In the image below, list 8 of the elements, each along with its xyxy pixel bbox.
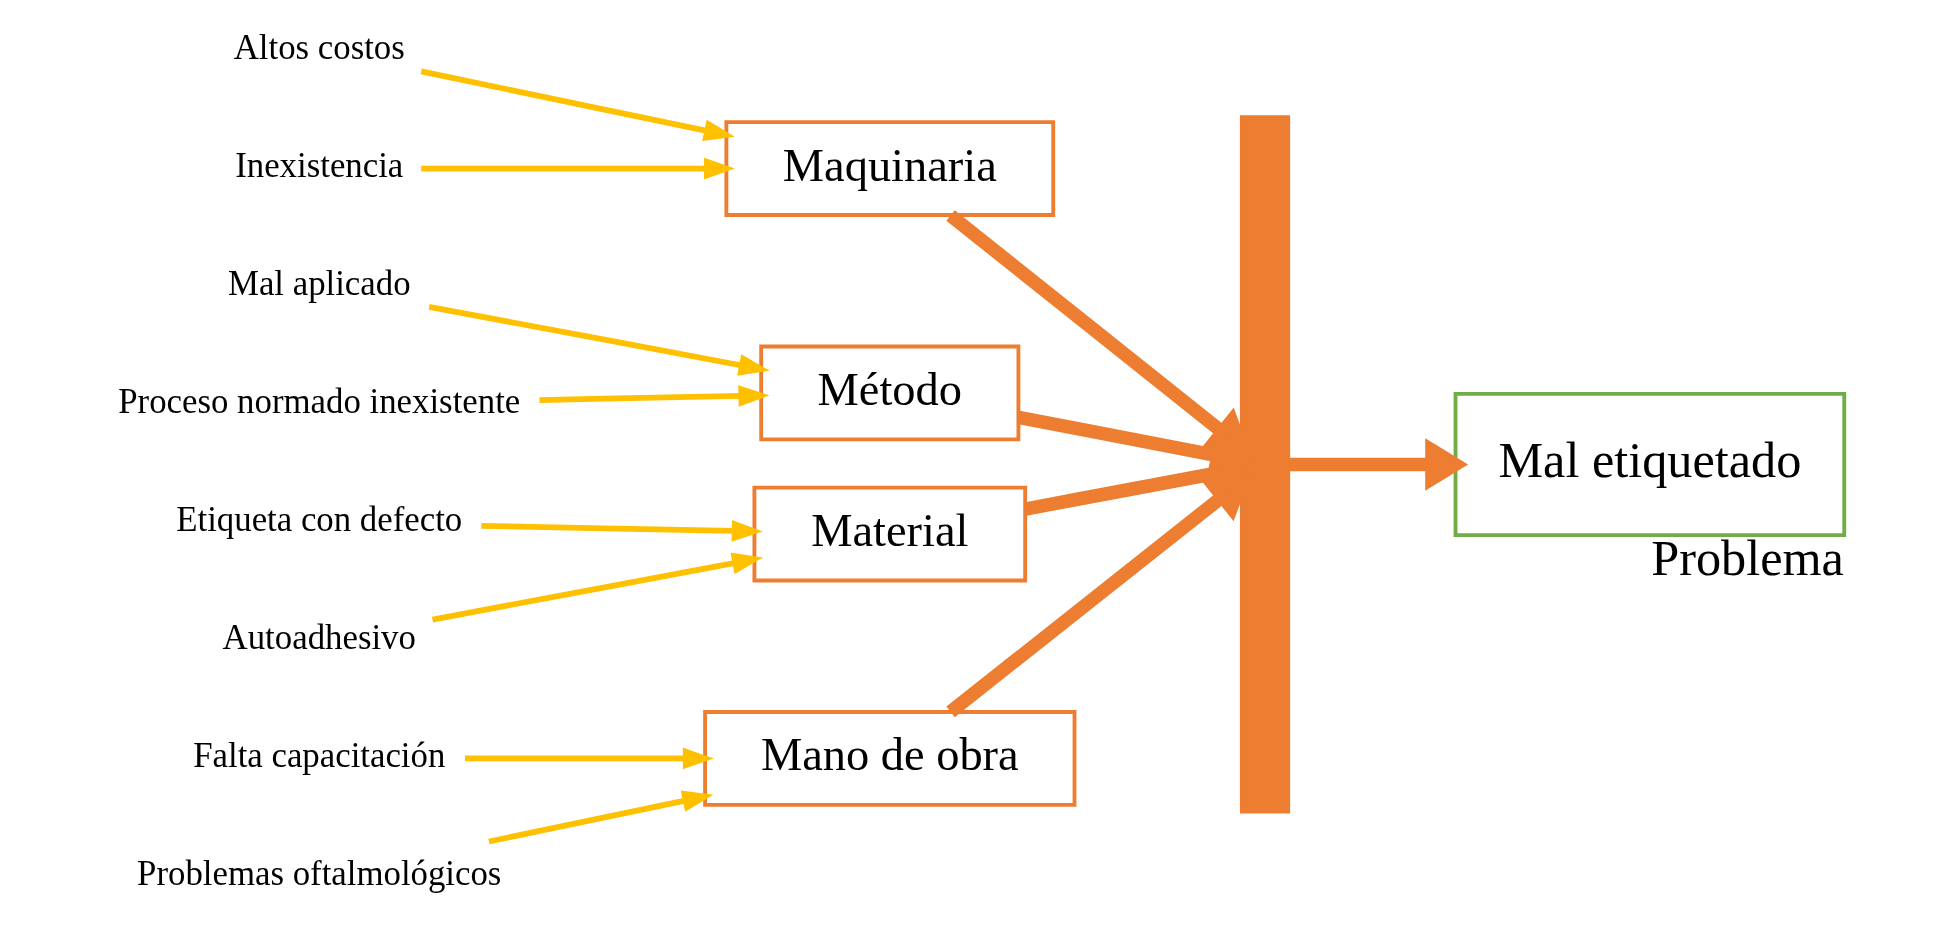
node-text: Altos costos xyxy=(233,28,405,68)
node-text: Proceso normado inexistente xyxy=(118,382,521,422)
node-text: Etiqueta con defecto xyxy=(176,500,463,539)
node-text: Problemas oftalmológicos xyxy=(137,853,502,893)
node-text: Falta capacitación xyxy=(193,735,446,775)
node-text: Inexistencia xyxy=(235,146,404,186)
node-text: Mal aplicado xyxy=(227,264,411,304)
node-text: Autoadhesivo xyxy=(222,617,416,657)
